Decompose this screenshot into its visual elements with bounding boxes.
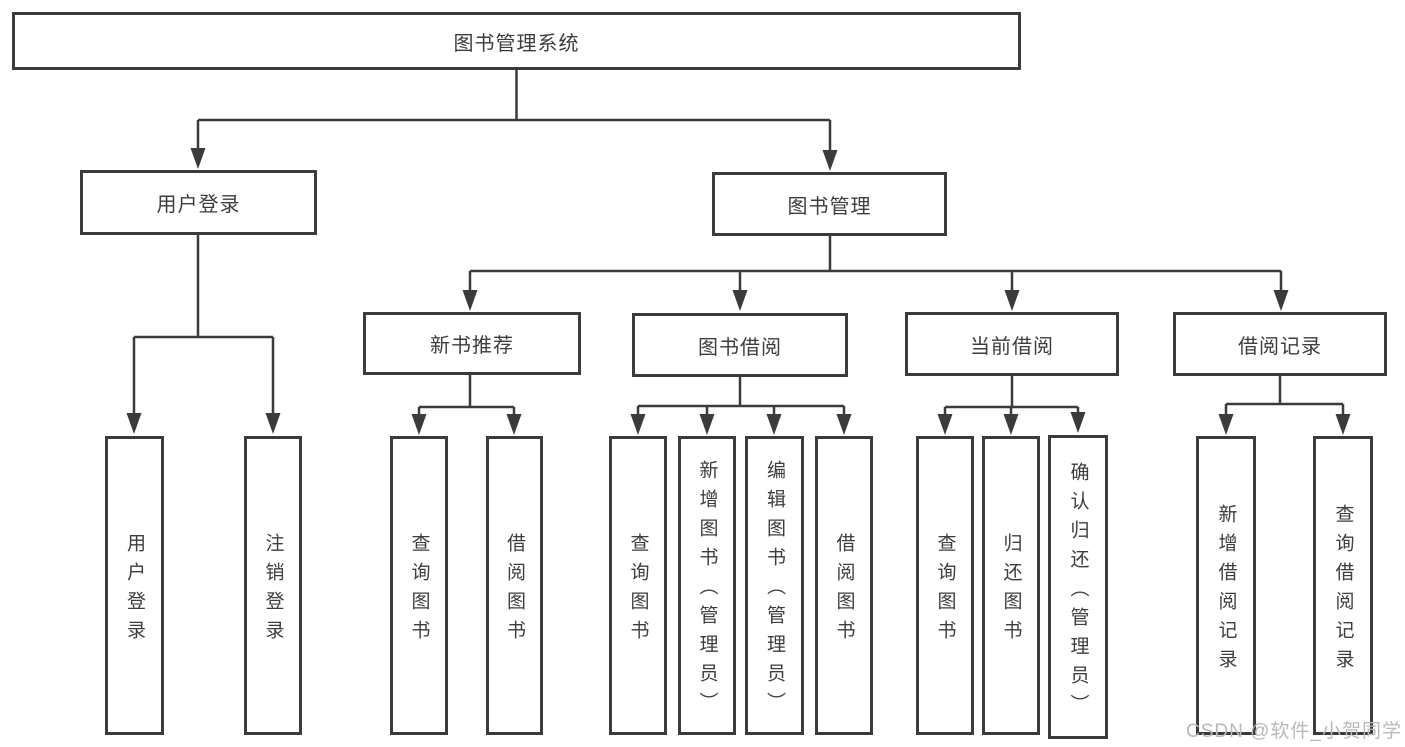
edge-borrow-records-to-leaves (1218, 376, 1351, 435)
edge-book-borrowing-to-leaves (630, 377, 852, 435)
edge-user-login-to-leaves (126, 235, 281, 434)
edge-new-books-to-leaves (411, 375, 522, 435)
leaf-add-borrow-record: 新增借阅记录 (1196, 436, 1256, 735)
leaf-logout: 注销登录 (244, 436, 302, 735)
node-label: 借阅记录 (1238, 335, 1322, 358)
leaf-return-books: 归还图书 (982, 436, 1040, 735)
node-label: 用户登录 (124, 532, 145, 649)
edge-book-management-to-level3 (462, 236, 1289, 311)
node-label: 查询借阅记录 (1332, 503, 1354, 678)
node-label: 借阅图书 (504, 532, 525, 649)
node-book-borrowing: 图书借阅 (632, 313, 848, 377)
leaf-borrow-books-borrowing: 借阅图书 (815, 436, 873, 735)
node-book-management: 图书管理 (712, 172, 947, 236)
leaf-edit-books-admin: 编辑图书（管理员） (745, 436, 804, 735)
node-label: 注销登录 (262, 532, 284, 649)
leaf-query-books-borrowing: 查询图书 (609, 436, 667, 735)
node-label: 图书借阅 (698, 336, 782, 359)
node-current-borrowing: 当前借阅 (905, 312, 1119, 376)
watermark: CSDN @软件_小贺同学 (1186, 721, 1402, 742)
node-label: 新书推荐 (430, 335, 514, 357)
leaf-user-login: 用户登录 (105, 436, 164, 735)
node-borrowing-records: 借阅记录 (1173, 312, 1387, 376)
node-label: 借阅图书 (833, 532, 855, 649)
node-label: 确认归还（管理员） (1067, 461, 1089, 723)
leaf-borrow-books-newbooks: 借阅图书 (486, 436, 543, 735)
node-user-login: 用户登录 (80, 170, 317, 235)
node-label: 用户登录 (156, 194, 241, 216)
node-label: 查询图书 (934, 532, 956, 649)
node-label: 归还图书 (1000, 532, 1022, 649)
node-new-book-recommendation: 新书推荐 (363, 312, 581, 375)
leaf-confirm-return-admin: 确认归还（管理员） (1048, 435, 1108, 739)
node-label: 查询图书 (408, 532, 430, 649)
node-label: 图书管理 (787, 195, 872, 218)
leaf-add-books-admin: 新增图书（管理员） (678, 436, 736, 735)
leaf-query-books-current: 查询图书 (916, 436, 974, 735)
edge-root-to-level2 (190, 70, 838, 171)
leaf-query-books-newbooks: 查询图书 (390, 436, 448, 735)
node-label: 查询图书 (627, 532, 649, 649)
node-label: 图书管理系统 (453, 32, 580, 55)
leaf-query-borrow-record: 查询借阅记录 (1313, 436, 1373, 735)
node-label: 编辑图书（管理员） (764, 460, 785, 721)
node-label: 新增借阅记录 (1215, 503, 1237, 678)
edge-current-borrowing-to-leaves (937, 376, 1086, 435)
node-library-management-system: 图书管理系统 (12, 12, 1021, 70)
node-label: 当前借阅 (970, 335, 1054, 358)
node-label: 新增图书（管理员） (696, 460, 718, 721)
